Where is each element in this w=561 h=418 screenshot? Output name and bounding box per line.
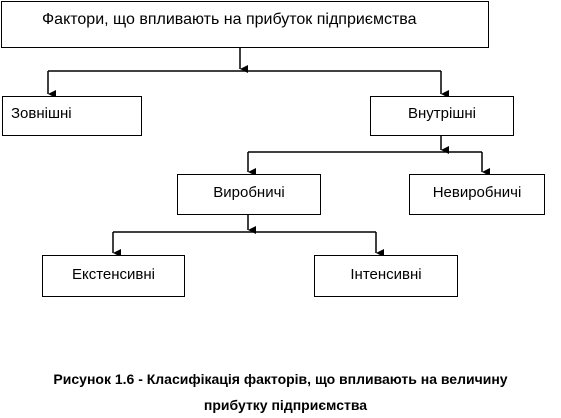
node-extensive-label: Екстенсивні	[71, 265, 156, 283]
figure-caption-line-2: прибутку підприємства	[203, 397, 368, 413]
connector-production	[112, 215, 384, 257]
node-intensive: Інтенсивні	[314, 255, 458, 297]
node-nonproduction: Невиробничі	[409, 174, 545, 215]
node-extensive: Екстенсивні	[42, 255, 185, 297]
figure-caption-line-1: Рисунок 1.6 - Класифікація факторів, що …	[53, 371, 508, 387]
figure-caption: Рисунок 1.6 - Класифікація факторів, що …	[0, 366, 561, 418]
node-root: Фактори, що впливають на прибуток підпри…	[1, 1, 489, 48]
node-external-label: Зовнішні	[11, 104, 72, 122]
connector-root	[47, 48, 449, 98]
node-production: Виробничі	[177, 174, 321, 215]
node-intensive-label: Інтенсивні	[350, 265, 422, 283]
node-root-label: Фактори, що впливають на прибуток підпри…	[42, 11, 417, 28]
node-external: Зовнішні	[2, 96, 142, 136]
connector-internal	[247, 136, 490, 176]
node-internal-label: Внутрішні	[408, 104, 476, 122]
node-internal: Внутрішні	[370, 96, 514, 136]
node-production-label: Виробничі	[213, 184, 285, 201]
node-nonproduction-label: Невиробничі	[432, 184, 522, 201]
